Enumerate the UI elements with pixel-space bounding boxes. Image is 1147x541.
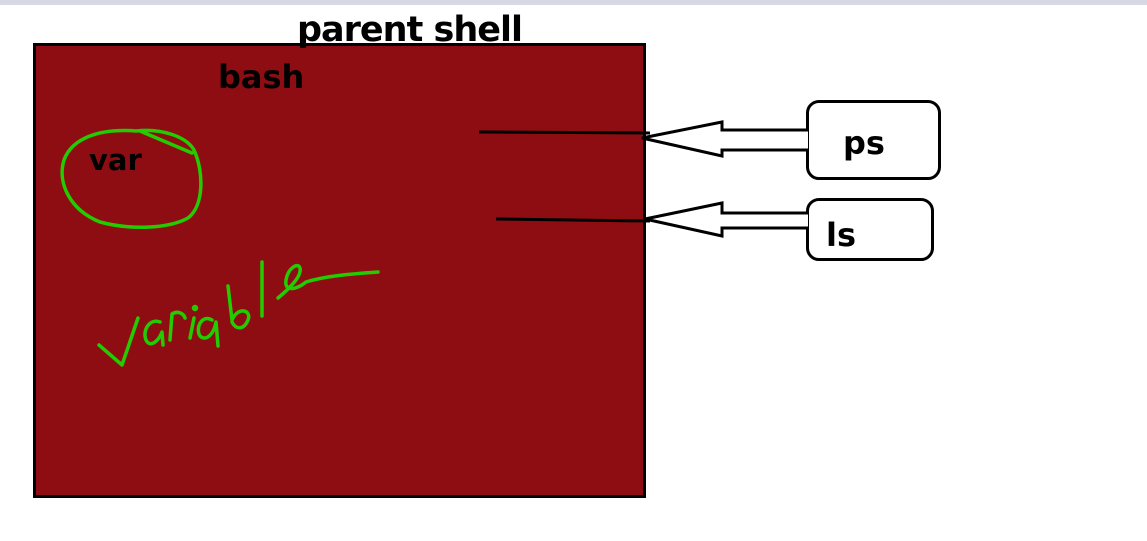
handwritten-variable-note bbox=[97, 260, 380, 367]
diagram-title: parent shell bbox=[297, 10, 523, 50]
arrow-ls bbox=[495, 201, 808, 238]
parent-shell-box bbox=[33, 43, 646, 498]
command-label-ls: ls bbox=[826, 216, 857, 254]
top-band bbox=[0, 0, 1147, 5]
command-box-ps: ps bbox=[806, 100, 941, 180]
var-circle bbox=[60, 128, 203, 229]
variable-label: var bbox=[89, 143, 142, 177]
command-label-ps: ps bbox=[843, 124, 885, 162]
arrow-ps bbox=[478, 120, 808, 158]
command-box-ls: ls bbox=[806, 198, 934, 261]
shell-label: bash bbox=[218, 58, 305, 96]
